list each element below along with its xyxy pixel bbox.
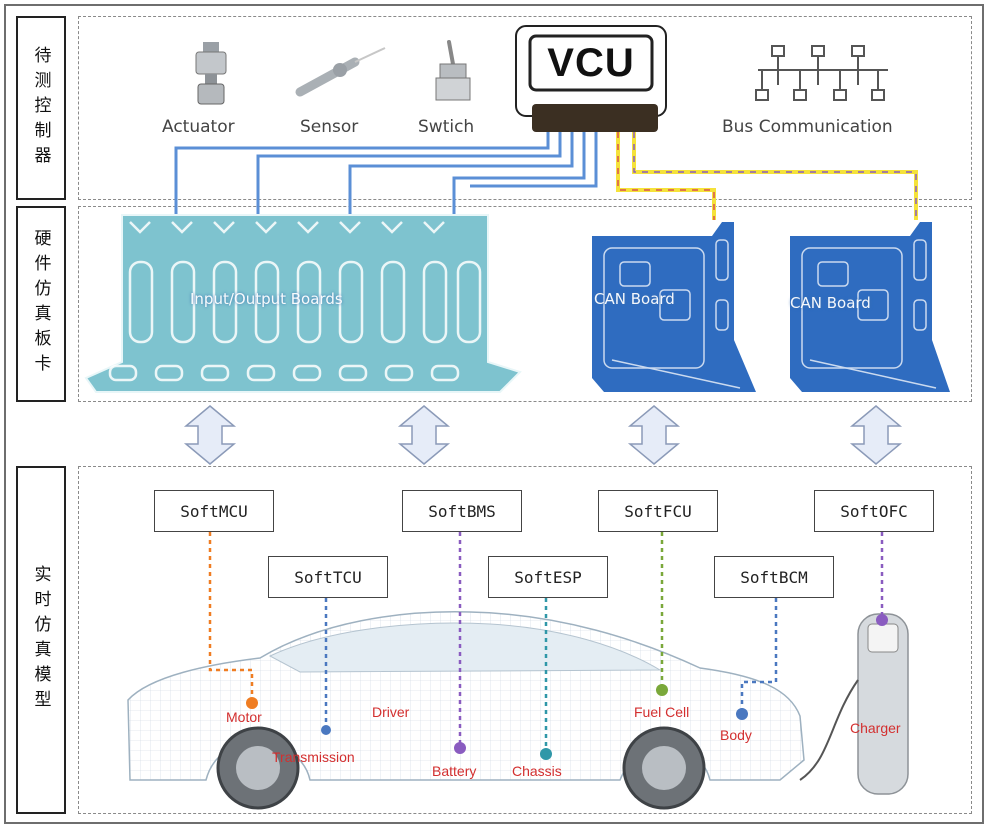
vcu-label: VCU	[547, 40, 635, 85]
side-label-hardware: 硬件仿真板卡	[16, 206, 66, 402]
driver-label: Driver	[372, 704, 410, 720]
io-board-graphic	[84, 214, 522, 393]
double-arrow-2	[397, 405, 451, 465]
fuel-cell-dot	[656, 684, 668, 696]
soft-mcu-box: SoftMCU	[154, 490, 274, 532]
can-board-2-label: CAN Board	[790, 294, 871, 312]
motor-label: Motor	[226, 709, 262, 725]
chassis-label: Chassis	[512, 763, 562, 779]
model-dots	[246, 614, 888, 760]
transmission-label: Transmission	[272, 749, 355, 765]
realtime-panel	[78, 466, 972, 814]
soft-fcu-box: SoftFCU	[598, 490, 718, 532]
chassis-dot	[540, 748, 552, 760]
soft-bms-box: SoftBMS	[402, 490, 522, 532]
vcu-unit	[515, 25, 667, 132]
soft-bcm-box: SoftBCM	[714, 556, 834, 598]
charger-dot	[876, 614, 888, 626]
soft-tcu-box: SoftTCU	[268, 556, 388, 598]
io-wires	[174, 132, 598, 244]
body-dot	[736, 708, 748, 720]
double-arrows	[183, 405, 903, 465]
sensor-label: Sensor	[300, 117, 359, 137]
double-arrow-1	[183, 405, 237, 465]
body-label: Body	[720, 727, 752, 743]
controller-panel	[78, 16, 972, 200]
actuator-icon	[195, 42, 227, 105]
car-graphic	[127, 611, 805, 810]
motor-dot	[246, 697, 258, 709]
sensor-icon	[295, 47, 386, 97]
double-arrow-4	[849, 405, 903, 465]
can-wires	[616, 132, 918, 220]
switch-label: Swtich	[418, 117, 475, 137]
actuator-label: Actuator	[162, 117, 235, 137]
outer-frame	[4, 4, 984, 824]
side-label-realtime: 实时仿真模型	[16, 466, 66, 814]
charger-graphic	[799, 613, 909, 795]
soft-ofc-box: SoftOFC	[814, 490, 934, 532]
bus-communication-label: Bus Communication	[722, 117, 893, 137]
fuel-cell-label: Fuel Cell	[634, 704, 690, 720]
charger-label: Charger	[850, 720, 901, 736]
can-board-1-label: CAN Board	[594, 290, 675, 308]
can-board-1-graphic	[592, 222, 756, 392]
side-label-controller: 待测控制器	[16, 16, 66, 200]
soft-esp-box: SoftESP	[488, 556, 608, 598]
hardware-panel	[78, 206, 972, 402]
bus-communication-icon	[755, 45, 888, 101]
io-board-label: Input/Output Boards	[190, 290, 343, 308]
can-board-2-graphic	[790, 222, 950, 392]
switch-icon	[435, 40, 471, 101]
model-connectors	[208, 532, 884, 752]
double-arrow-3	[627, 405, 681, 465]
battery-dot	[454, 742, 466, 754]
battery-label: Battery	[432, 763, 477, 779]
transmission-dot	[321, 725, 331, 735]
